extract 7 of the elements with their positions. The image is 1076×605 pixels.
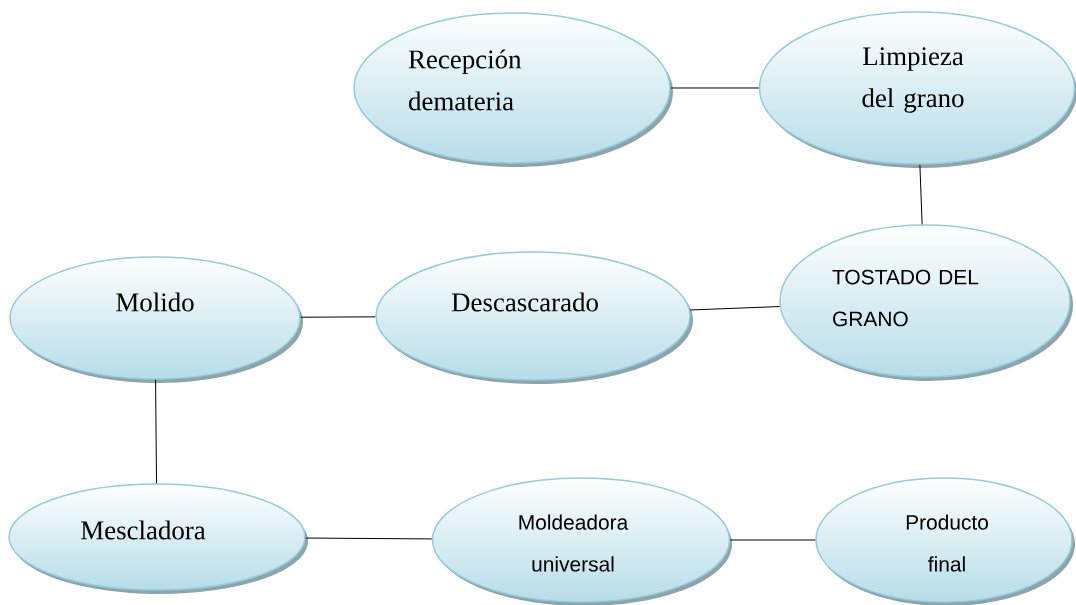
connector-line xyxy=(689,306,781,311)
connector-line xyxy=(155,379,157,484)
connector-line xyxy=(919,164,923,225)
connector-line xyxy=(729,539,816,541)
connector-line xyxy=(670,87,760,89)
connector-line xyxy=(305,537,433,540)
connector-line xyxy=(300,316,376,318)
